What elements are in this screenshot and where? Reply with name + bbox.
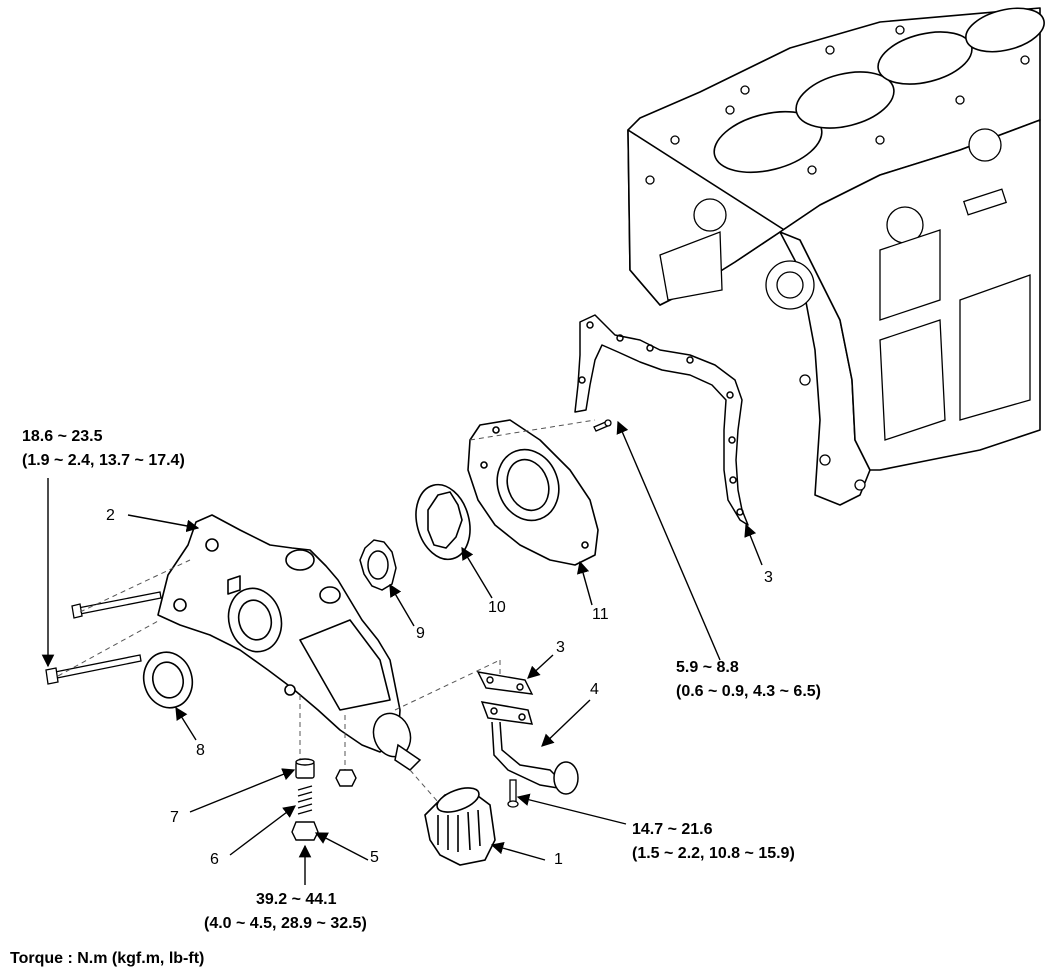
relief-plunger bbox=[295, 758, 315, 779]
torque-value: 14.7 ~ 21.6 bbox=[632, 821, 713, 838]
label-part-10: 10 bbox=[488, 599, 506, 616]
oil-seal bbox=[142, 651, 194, 709]
torque-value: 18.6 ~ 23.5 bbox=[22, 428, 103, 445]
label-part-3-strainer-gasket: 3 bbox=[556, 639, 565, 656]
strainer-gasket bbox=[476, 671, 534, 695]
cylinder-bores bbox=[713, 7, 1045, 174]
torque-front-case-bolt: 18.6 ~ 23.5 (1.9 ~ 2.4, 13.7 ~ 17.4) bbox=[22, 425, 185, 473]
outer-rotor bbox=[415, 483, 471, 561]
label-part-2: 2 bbox=[106, 507, 115, 524]
front-case-bolts bbox=[45, 591, 162, 685]
gasket-screw bbox=[593, 419, 612, 432]
assembly-lines bbox=[57, 419, 596, 811]
label-part-9: 9 bbox=[416, 625, 425, 642]
label-part-1: 1 bbox=[554, 851, 563, 868]
label-part-8: 8 bbox=[196, 742, 205, 759]
leader-arrows bbox=[41, 420, 763, 885]
torque-screen-bolt: 14.7 ~ 21.6 (1.5 ~ 2.2, 10.8 ~ 15.9) bbox=[632, 818, 795, 866]
label-part-4: 4 bbox=[590, 681, 599, 698]
front-cover-gasket bbox=[574, 314, 749, 526]
screen-bolt bbox=[507, 779, 519, 808]
torque-value: 5.9 ~ 8.8 bbox=[676, 659, 739, 676]
label-part-11: 11 bbox=[592, 606, 609, 623]
block-details bbox=[645, 25, 1031, 491]
inner-rotor bbox=[359, 539, 397, 591]
relief-spring bbox=[297, 785, 313, 815]
torque-relief-plug: 39.2 ~ 44.1 (4.0 ~ 4.5, 28.9 ~ 32.5) bbox=[204, 888, 367, 936]
torque-value-alt-units: (1.9 ~ 2.4, 13.7 ~ 17.4) bbox=[22, 452, 185, 469]
relief-plug bbox=[291, 821, 319, 841]
oil-pump-front-case bbox=[157, 514, 401, 753]
torque-units-legend: Torque : N.m (kgf.m, lb-ft) bbox=[10, 950, 205, 967]
torque-value: 39.2 ~ 44.1 bbox=[256, 891, 337, 908]
torque-value-alt-units: (4.0 ~ 4.5, 28.9 ~ 32.5) bbox=[204, 915, 367, 932]
label-part-3-gasket: 3 bbox=[764, 569, 773, 586]
label-part-7: 7 bbox=[170, 809, 179, 826]
oil-screen bbox=[480, 701, 579, 795]
torque-value-alt-units: (1.5 ~ 2.2, 10.8 ~ 15.9) bbox=[632, 845, 795, 862]
label-part-6: 6 bbox=[210, 851, 219, 868]
oil-filter bbox=[424, 787, 496, 866]
filter-mount-nipple bbox=[372, 712, 422, 771]
label-part-5: 5 bbox=[370, 849, 379, 866]
torque-value-alt-units: (0.6 ~ 0.9, 4.3 ~ 6.5) bbox=[676, 683, 821, 700]
oil-pump-cover-plate bbox=[467, 419, 599, 566]
case-nut bbox=[335, 769, 357, 787]
torque-gasket-screw: 5.9 ~ 8.8 (0.6 ~ 0.9, 4.3 ~ 6.5) bbox=[676, 656, 821, 704]
